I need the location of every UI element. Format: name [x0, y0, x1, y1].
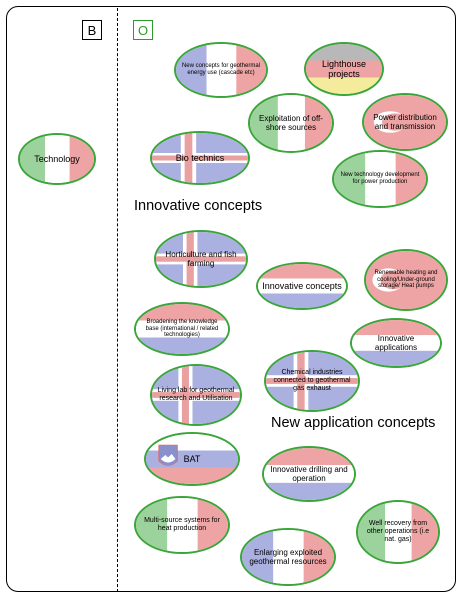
- flag-netherlands-icon: [258, 264, 346, 308]
- flag-iceland-icon: [266, 352, 358, 410]
- flag-iceland-icon: [152, 366, 240, 424]
- flag-italy-icon: [250, 95, 332, 151]
- bubble-well-recovery: Well recovery from other operations (i.e…: [356, 500, 440, 564]
- flag-netherlands-icon: [352, 320, 440, 366]
- flag-italy-icon: [136, 498, 228, 552]
- flag-netherlands-icon: [264, 448, 354, 500]
- bubble-new-concepts-label: New concepts for geothermal energy use (…: [181, 63, 261, 76]
- tag-o: O: [133, 20, 153, 40]
- bubble-bat: BAT: [144, 432, 240, 486]
- bubble-living-lab: Living lab for geothermal research and U…: [150, 364, 242, 426]
- bubble-offshore-label: Exploitation of off-shore sources: [259, 113, 323, 132]
- bubble-innovative-applications: Innovative applications: [350, 318, 442, 368]
- bubble-bio-technics: Bio technics: [150, 131, 250, 185]
- bubble-chemical: Chemical industries connected to geother…: [264, 350, 360, 412]
- bubble-broadening: Broadening the knowledge base (internati…: [134, 302, 230, 356]
- bubble-drilling: Innovative drilling and operation: [262, 446, 356, 502]
- flag-italy-icon: [358, 502, 438, 562]
- flag-turkey-icon: [366, 251, 446, 309]
- bubble-lighthouse: Lighthouse projects: [304, 42, 384, 96]
- bubble-drilling-label: Innovative drilling and operation: [270, 464, 348, 483]
- bubble-innovative-applications-label: Innovative applications: [374, 333, 418, 352]
- bubble-new-concepts: New concepts for geothermal energy use (…: [174, 42, 268, 98]
- bubble-chemical-label: Chemical industries connected to geother…: [273, 368, 351, 393]
- column-divider: [117, 8, 118, 592]
- bubble-technology-label: Technology: [34, 153, 80, 164]
- bubble-enlarging: Enlarging exploited geothermal resources: [240, 528, 336, 586]
- flag-iceland-icon: [152, 133, 248, 183]
- flag-turkey-icon: [364, 95, 446, 149]
- bubble-new-tech-power: New technology development for power pro…: [332, 150, 428, 208]
- bubble-power-distribution-label: Power distribution and transmission: [373, 112, 437, 131]
- bubble-multi-source-label: Multi-source systems for heat production: [144, 516, 220, 532]
- diagram-frame: [6, 6, 456, 592]
- bubble-lighthouse-label: Lighthouse projects: [321, 58, 367, 79]
- bubble-innovative-concepts-label: Innovative concepts: [262, 280, 342, 291]
- bubble-living-lab-label: Living lab for geothermal research and U…: [157, 386, 235, 402]
- bubble-bio-technics-label: Bio technics: [175, 152, 225, 163]
- bubble-renewable-heating: Renewable heating and cooling/Under-grou…: [364, 249, 448, 311]
- bubble-innovative-concepts: Innovative concepts: [256, 262, 348, 310]
- bubble-new-tech-power-label: New technology development for power pro…: [340, 172, 420, 185]
- flag-iceland-icon: [156, 232, 246, 286]
- flag-france-icon: [176, 44, 266, 96]
- flag-france-icon: [242, 530, 334, 584]
- bubble-power-distribution: Power distribution and transmission: [362, 93, 448, 151]
- bubble-renewable-heating-label: Renewable heating and cooling/Under-grou…: [374, 269, 438, 290]
- tag-b: B: [82, 20, 102, 40]
- flag-germany-icon: [306, 44, 382, 94]
- flag-italy-icon: [334, 152, 426, 206]
- heading-new-application-concepts: New application concepts: [271, 415, 436, 431]
- bubble-offshore: Exploitation of off-shore sources: [248, 93, 334, 153]
- bubble-well-recovery-label: Well recovery from other operations (i.e…: [366, 519, 430, 544]
- heading-innovative-concepts: Innovative concepts: [134, 198, 263, 214]
- flag-slovenia-icon: [146, 434, 238, 484]
- flag-netherlands-icon: [136, 304, 228, 354]
- bubble-enlarging-label: Enlarging exploited geothermal resources: [249, 547, 327, 566]
- bubble-broadening-label: Broadening the knowledge base (internati…: [145, 318, 219, 339]
- bubble-bat-label: BAT: [183, 453, 201, 464]
- bubble-technology: Technology: [18, 133, 96, 185]
- flag-italy-icon: [20, 135, 94, 183]
- bubble-horticulture-label: Horticulture and fish farming: [165, 249, 237, 268]
- bubble-horticulture: Horticulture and fish farming: [154, 230, 248, 288]
- bubble-multi-source: Multi-source systems for heat production: [134, 496, 230, 554]
